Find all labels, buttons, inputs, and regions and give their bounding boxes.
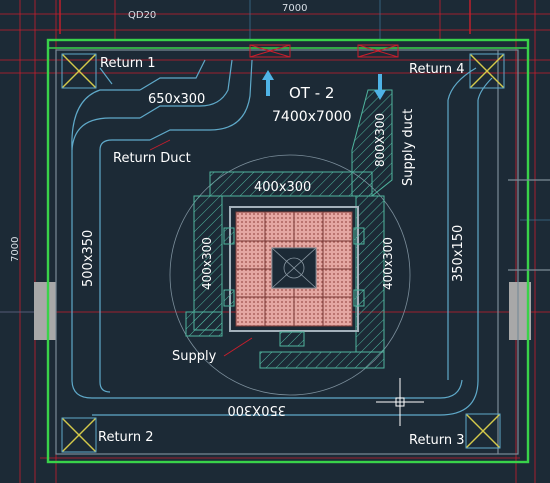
room-name: OT - 2 (289, 84, 334, 102)
label-supply-duct: Supply duct (401, 109, 416, 186)
dim-right-return: 350x150 (451, 225, 466, 282)
label-return-3: Return 3 (409, 433, 465, 448)
inner-walls (55, 49, 550, 455)
return-grille-2 (61, 417, 97, 453)
room-size: 7400x7000 (272, 109, 352, 125)
room-walls (46, 38, 530, 464)
panel-neck (279, 331, 305, 347)
dim-bottom-return: 350X300 (227, 402, 286, 417)
dim-supply-vertical: 800X300 (373, 113, 387, 167)
return-duct-loop (71, 59, 493, 416)
label-return-duct: Return Duct (113, 151, 191, 166)
crosshair-cursor-icon (376, 378, 424, 426)
light-circle (169, 154, 411, 396)
dim-supply-ring-left: 400x300 (200, 237, 214, 290)
supply-down-arrow-icon (374, 74, 386, 100)
dim-supply-ring-top: 400x300 (254, 180, 311, 195)
dim-supply-ring-right: 400x300 (381, 237, 395, 290)
label-return-2: Return 2 (98, 430, 154, 445)
side-dimension: 7000 (10, 237, 21, 262)
label-return-1: Return 1 (100, 56, 156, 71)
grid-lines (0, 0, 550, 313)
light-glyph (271, 247, 317, 289)
dim-top-return: 650x300 (148, 92, 205, 107)
side-hatches (223, 227, 365, 307)
return-grille-4 (469, 53, 505, 89)
diffuser-frame (229, 206, 359, 332)
dim-left-return: 500x350 (81, 230, 96, 287)
return-grille-3 (465, 413, 501, 449)
return-up-arrow-icon (262, 70, 274, 96)
flow-arrows (262, 70, 386, 100)
column-left (34, 282, 56, 340)
label-supply: Supply (172, 349, 217, 364)
top-dimension: 7000 (282, 3, 307, 14)
return-duct-leader (149, 139, 171, 151)
top-tag: QD20 (128, 10, 156, 21)
column-right (509, 282, 531, 340)
top-grilles (249, 44, 399, 58)
supply-leader (223, 337, 253, 357)
return-grille-1 (61, 53, 97, 89)
label-return-4: Return 4 (409, 62, 465, 77)
